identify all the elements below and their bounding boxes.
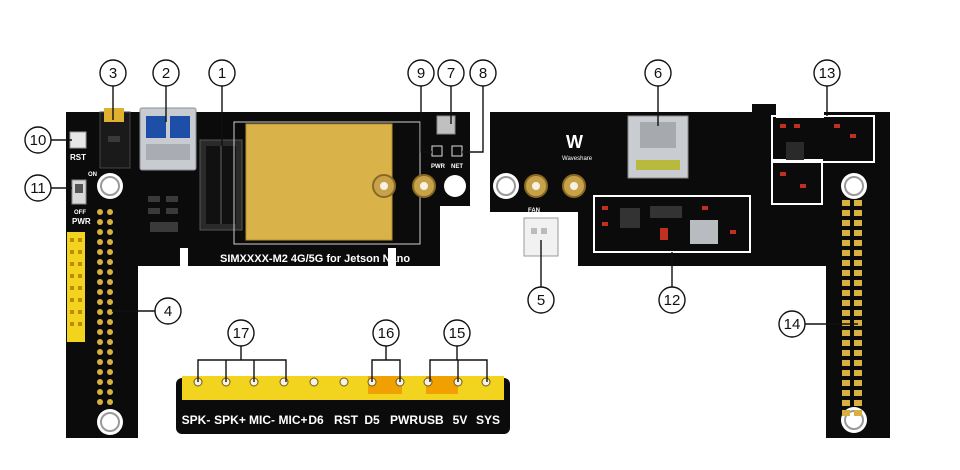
brand-name: Waveshare xyxy=(562,156,593,162)
leader-line xyxy=(462,86,484,153)
gpio-pads-left xyxy=(97,209,113,405)
callout-number: 1 xyxy=(218,65,226,82)
yellow-header xyxy=(67,232,85,342)
strip-label: D6 xyxy=(308,413,324,427)
callout-circle xyxy=(813,59,841,87)
right-board-body xyxy=(490,104,890,438)
callout-circle xyxy=(24,174,52,202)
callout-number: 3 xyxy=(109,65,117,82)
strip-label: 5V xyxy=(453,413,468,427)
callout-circle xyxy=(658,286,686,314)
pwr-led xyxy=(431,145,443,157)
callout-circle xyxy=(208,59,236,87)
fan-label: FAN xyxy=(528,208,540,214)
rf-connector xyxy=(436,115,456,135)
strip-label: SPK- xyxy=(182,413,211,427)
net-led-label: NET xyxy=(451,164,463,170)
callout-circle xyxy=(778,310,806,338)
strip-label: SYS xyxy=(476,413,500,427)
callout-circle xyxy=(152,59,180,87)
callout-number: 13 xyxy=(819,65,836,82)
callout-number: 2 xyxy=(162,65,170,82)
switch-pwr-label: PWR xyxy=(72,217,91,226)
callout-number: 15 xyxy=(449,325,466,342)
callout-circle xyxy=(154,297,182,325)
callout-number: 10 xyxy=(30,132,47,149)
callout-circle xyxy=(443,319,471,347)
board-title: SIMXXXX-M2 4G/5G for Jetson Nano xyxy=(220,253,410,265)
callout-circle xyxy=(24,126,52,154)
bracket-line xyxy=(371,359,401,382)
bracket-line xyxy=(197,359,287,382)
strip-label: SPK+ xyxy=(214,413,246,427)
callout-circle xyxy=(469,59,497,87)
strip-label: MIC- xyxy=(249,413,275,427)
jumper-usb xyxy=(426,376,458,394)
waveshare-logo: W xyxy=(566,132,583,152)
callout-circle xyxy=(527,286,555,314)
strip-label: RST xyxy=(334,413,359,427)
callout-number: 8 xyxy=(479,65,487,82)
callout-number: 5 xyxy=(537,292,545,309)
callout-circle xyxy=(227,319,255,347)
callout-circle xyxy=(407,59,435,87)
callout-number: 4 xyxy=(164,303,172,320)
switch-off-label: OFF xyxy=(74,210,86,216)
rst-button xyxy=(69,131,87,149)
pwr-led-label: PWR xyxy=(431,164,446,170)
callout-circle xyxy=(372,319,400,347)
jumper-pwr xyxy=(368,376,402,394)
callout-number: 11 xyxy=(30,180,46,197)
callout-circle xyxy=(644,59,672,87)
callout-number: 17 xyxy=(233,325,250,342)
mounting-hole xyxy=(444,175,466,197)
rst-label: RST xyxy=(70,153,86,162)
gold-shield xyxy=(246,124,392,240)
net-led xyxy=(451,145,463,157)
strip-label: D5 xyxy=(364,413,380,427)
strip-label: USB xyxy=(418,413,444,427)
callout-circle xyxy=(437,59,465,87)
callout-number: 14 xyxy=(784,316,801,333)
gpio-pads-right xyxy=(842,200,862,416)
strip-label: MIC+ xyxy=(278,413,307,427)
callout-number: 12 xyxy=(664,292,681,309)
switch-on-label: ON xyxy=(88,172,97,178)
strip-label: PWR xyxy=(390,413,418,427)
leader-line xyxy=(420,86,432,153)
callout-number: 7 xyxy=(447,65,455,82)
callout-circle xyxy=(99,59,127,87)
callout-number: 16 xyxy=(378,325,395,342)
callout-number: 6 xyxy=(654,65,662,82)
callout-number: 9 xyxy=(417,65,425,82)
